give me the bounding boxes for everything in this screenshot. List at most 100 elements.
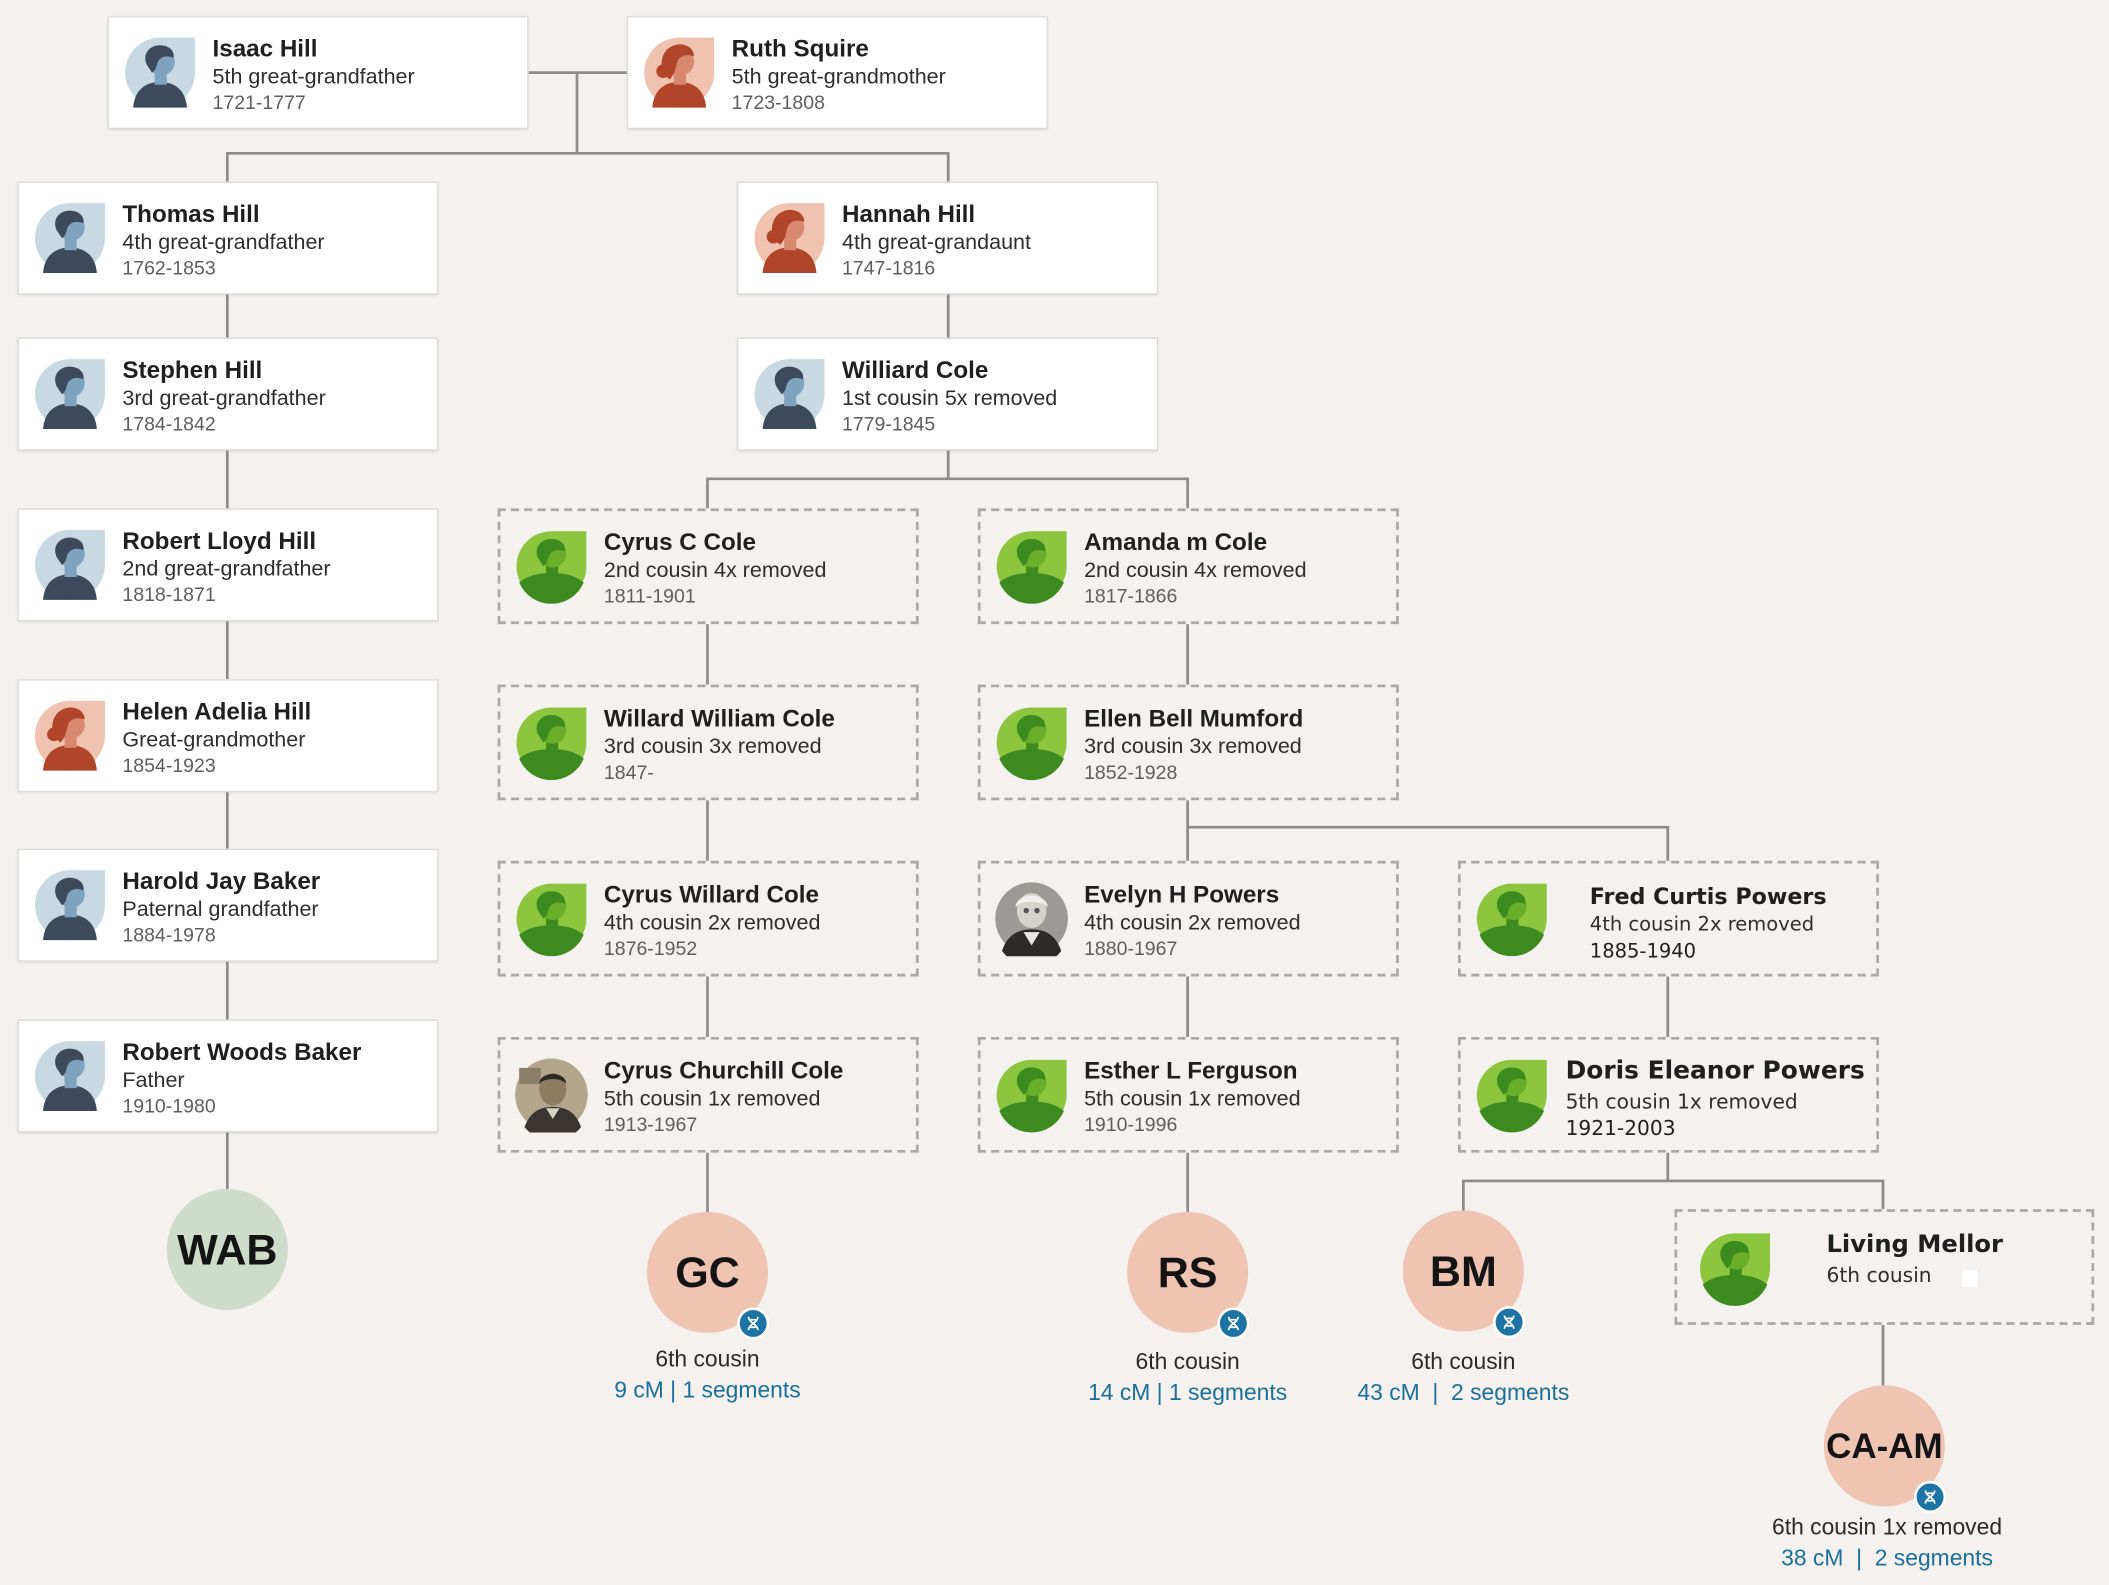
- shared-dna-link[interactable]: 43 cM | 2 segments: [1357, 1379, 1570, 1406]
- person-relationship: 4th great-grandaunt: [841, 231, 1032, 255]
- person-card-willard-william-cole[interactable]: Willard William Cole 3rd cousin 3x remov…: [497, 684, 919, 801]
- person-card-cyrus-c-cole[interactable]: Cyrus C Cole 2nd cousin 4x removed 1811-…: [497, 508, 919, 625]
- person-name: Cyrus Churchill Cole: [603, 1057, 844, 1085]
- match-initials: WAB: [177, 1224, 278, 1274]
- leaf-person-icon: [1474, 881, 1549, 957]
- leaf-person-icon: [994, 705, 1069, 781]
- match-initials: BM: [1429, 1246, 1497, 1295]
- person-name: Cyrus Willard Cole: [603, 880, 819, 908]
- person-card-amanda-m-cole[interactable]: Amanda m Cole 2nd cousin 4x removed 1817…: [977, 508, 1399, 625]
- dna-icon[interactable]: [737, 1307, 770, 1340]
- match-relationship: 6th cousin: [1411, 1349, 1516, 1375]
- person-card-ruth-squire[interactable]: Ruth Squire 5th great-grandmother 1723-1…: [626, 16, 1048, 130]
- person-lifespan: 1784-1842: [122, 414, 216, 436]
- leaf-person-icon: [994, 529, 1069, 604]
- person-card-fred-curtis-powers[interactable]: Fred Curtis Powers 4th cousin 2x removed…: [1457, 860, 1879, 977]
- shared-dna-link[interactable]: 9 cM | 1 segments: [614, 1377, 801, 1403]
- person-name: Stephen Hill: [122, 356, 263, 384]
- person-lifespan: 1811-1901: [603, 586, 696, 608]
- match-initials: CA-AM: [1826, 1425, 1943, 1466]
- person-card-harold-jay-baker[interactable]: Harold Jay Baker Paternal grandfather 18…: [17, 848, 439, 962]
- male-silhouette-icon: [32, 356, 107, 431]
- person-lifespan: 1817-1866: [1084, 586, 1178, 608]
- person-card-thomas-hill[interactable]: Thomas Hill 4th great-grandfather 1762-1…: [17, 181, 439, 295]
- person-card-esther-l-ferguson[interactable]: Esther L Ferguson 5th cousin 1x removed …: [977, 1036, 1399, 1153]
- male-silhouette-icon: [32, 868, 107, 943]
- person-card-hannah-hill[interactable]: Hannah Hill 4th great-grandaunt 1747-181…: [737, 181, 1159, 295]
- person-name: Evelyn H Powers: [1084, 880, 1280, 908]
- person-name: Doris Eleanor Powers: [1565, 1057, 1865, 1086]
- male-silhouette-icon: [752, 356, 827, 431]
- person-card-ellen-bell-mumford[interactable]: Ellen Bell Mumford 3rd cousin 3x removed…: [977, 684, 1399, 801]
- person-card-isaac-hill[interactable]: Isaac Hill 5th great-grandfather 1721-17…: [107, 16, 529, 130]
- match-circle-bm[interactable]: BM: [1402, 1210, 1526, 1339]
- person-name: Robert Lloyd Hill: [122, 527, 317, 555]
- dna-icon[interactable]: [1217, 1307, 1250, 1340]
- female-silhouette-icon: [752, 200, 827, 275]
- match-initials: RS: [1157, 1247, 1218, 1296]
- person-lifespan: 1884-1978: [122, 925, 216, 947]
- leaf-person-icon: [1697, 1231, 1772, 1306]
- person-lifespan: 1880-1967: [1084, 938, 1178, 961]
- person-lifespan: 1723-1808: [731, 92, 825, 115]
- person-card-helen-adelia-hill[interactable]: Helen Adelia Hill Great-grandmother 1854…: [17, 679, 439, 793]
- person-name: Williard Cole: [841, 356, 989, 384]
- person-relationship: 3rd great-grandfather: [122, 387, 326, 411]
- person-relationship: 4th cousin 2x removed: [1084, 911, 1301, 935]
- person-relationship: 6th cousin: [1826, 1262, 1932, 1288]
- person-lifespan: 1885-1940: [1589, 941, 1697, 964]
- person-relationship: 1st cousin 5x removed: [841, 387, 1058, 411]
- person-name: Harold Jay Baker: [122, 867, 321, 895]
- match-info-gc: 6th cousin 9 cM | 1 segments: [546, 1345, 869, 1407]
- match-circle-wab[interactable]: WAB: [166, 1188, 288, 1311]
- person-relationship: 2nd cousin 4x removed: [603, 559, 827, 583]
- person-relationship: 4th cousin 2x removed: [603, 911, 821, 935]
- person-lifespan: 1921-2003: [1565, 1116, 1676, 1141]
- person-card-doris-eleanor-powers[interactable]: Doris Eleanor Powers 5th cousin 1x remov…: [1457, 1036, 1879, 1153]
- person-card-robert-woods-baker[interactable]: Robert Woods Baker Father 1910-1980: [17, 1019, 439, 1133]
- person-card-stephen-hill[interactable]: Stephen Hill 3rd great-grandfather 1784-…: [17, 337, 439, 451]
- male-silhouette-icon: [122, 35, 197, 110]
- dna-icon[interactable]: [1492, 1305, 1526, 1339]
- match-info-bm: 6th cousin 43 cM | 2 segments: [1302, 1348, 1625, 1410]
- person-lifespan: 1876-1952: [603, 938, 698, 961]
- person-card-williard-cole[interactable]: Williard Cole 1st cousin 5x removed 1779…: [737, 337, 1159, 451]
- person-name: Helen Adelia Hill: [122, 698, 312, 725]
- match-circle-rs[interactable]: RS: [1127, 1211, 1250, 1340]
- person-lifespan: 1854-1923: [122, 755, 216, 778]
- person-lifespan: 1852-1928: [1084, 762, 1178, 785]
- person-name: Willard William Cole: [603, 704, 835, 732]
- person-lifespan: 1747-1816: [841, 258, 936, 280]
- person-name: Living Mellor: [1826, 1230, 2003, 1259]
- match-circle-gc[interactable]: GC: [646, 1211, 770, 1340]
- person-name: Ellen Bell Mumford: [1084, 704, 1304, 732]
- person-name: Hannah Hill: [841, 200, 976, 228]
- person-relationship: 5th cousin 1x removed: [1084, 1088, 1301, 1111]
- person-card-cyrus-churchill-cole[interactable]: Cyrus Churchill Cole 5th cousin 1x remov…: [497, 1036, 919, 1153]
- person-lifespan: 1818-1871: [122, 585, 216, 607]
- person-card-robert-lloyd-hill[interactable]: Robert Lloyd Hill 2nd great-grandfather …: [17, 508, 439, 622]
- match-info-rs: 6th cousin 14 cM | 1 segments: [1026, 1348, 1349, 1410]
- person-lifespan: 1779-1845: [841, 414, 936, 436]
- person-lifespan: 1721-1777: [212, 92, 306, 115]
- person-card-living-mellor[interactable]: Living Mellor 6th cousin: [1674, 1209, 2095, 1325]
- person-name: Amanda m Cole: [1084, 528, 1268, 556]
- person-card-cyrus-willard-cole[interactable]: Cyrus Willard Cole 4th cousin 2x removed…: [497, 860, 919, 977]
- person-relationship: Great-grandmother: [122, 728, 306, 752]
- dna-icon[interactable]: [1913, 1480, 1947, 1514]
- portrait-photo-woman: [994, 881, 1069, 957]
- match-circle-ca-am[interactable]: CA-AM: [1823, 1385, 1947, 1514]
- person-card-evelyn-h-powers[interactable]: Evelyn H Powers 4th cousin 2x removed 18…: [977, 860, 1399, 977]
- person-name: Fred Curtis Powers: [1589, 883, 1827, 910]
- person-relationship: 5th cousin 1x removed: [603, 1088, 821, 1111]
- person-relationship: 4th great-grandfather: [122, 231, 325, 255]
- shared-dna-link[interactable]: 38 cM | 2 segments: [1781, 1545, 1993, 1571]
- white-square-marker: [1962, 1269, 1978, 1288]
- leaf-person-icon: [514, 529, 589, 604]
- shared-dna-link[interactable]: 14 cM | 1 segments: [1088, 1379, 1288, 1406]
- person-name: Thomas Hill: [122, 200, 260, 228]
- person-relationship: Father: [122, 1069, 185, 1093]
- male-silhouette-icon: [32, 527, 107, 602]
